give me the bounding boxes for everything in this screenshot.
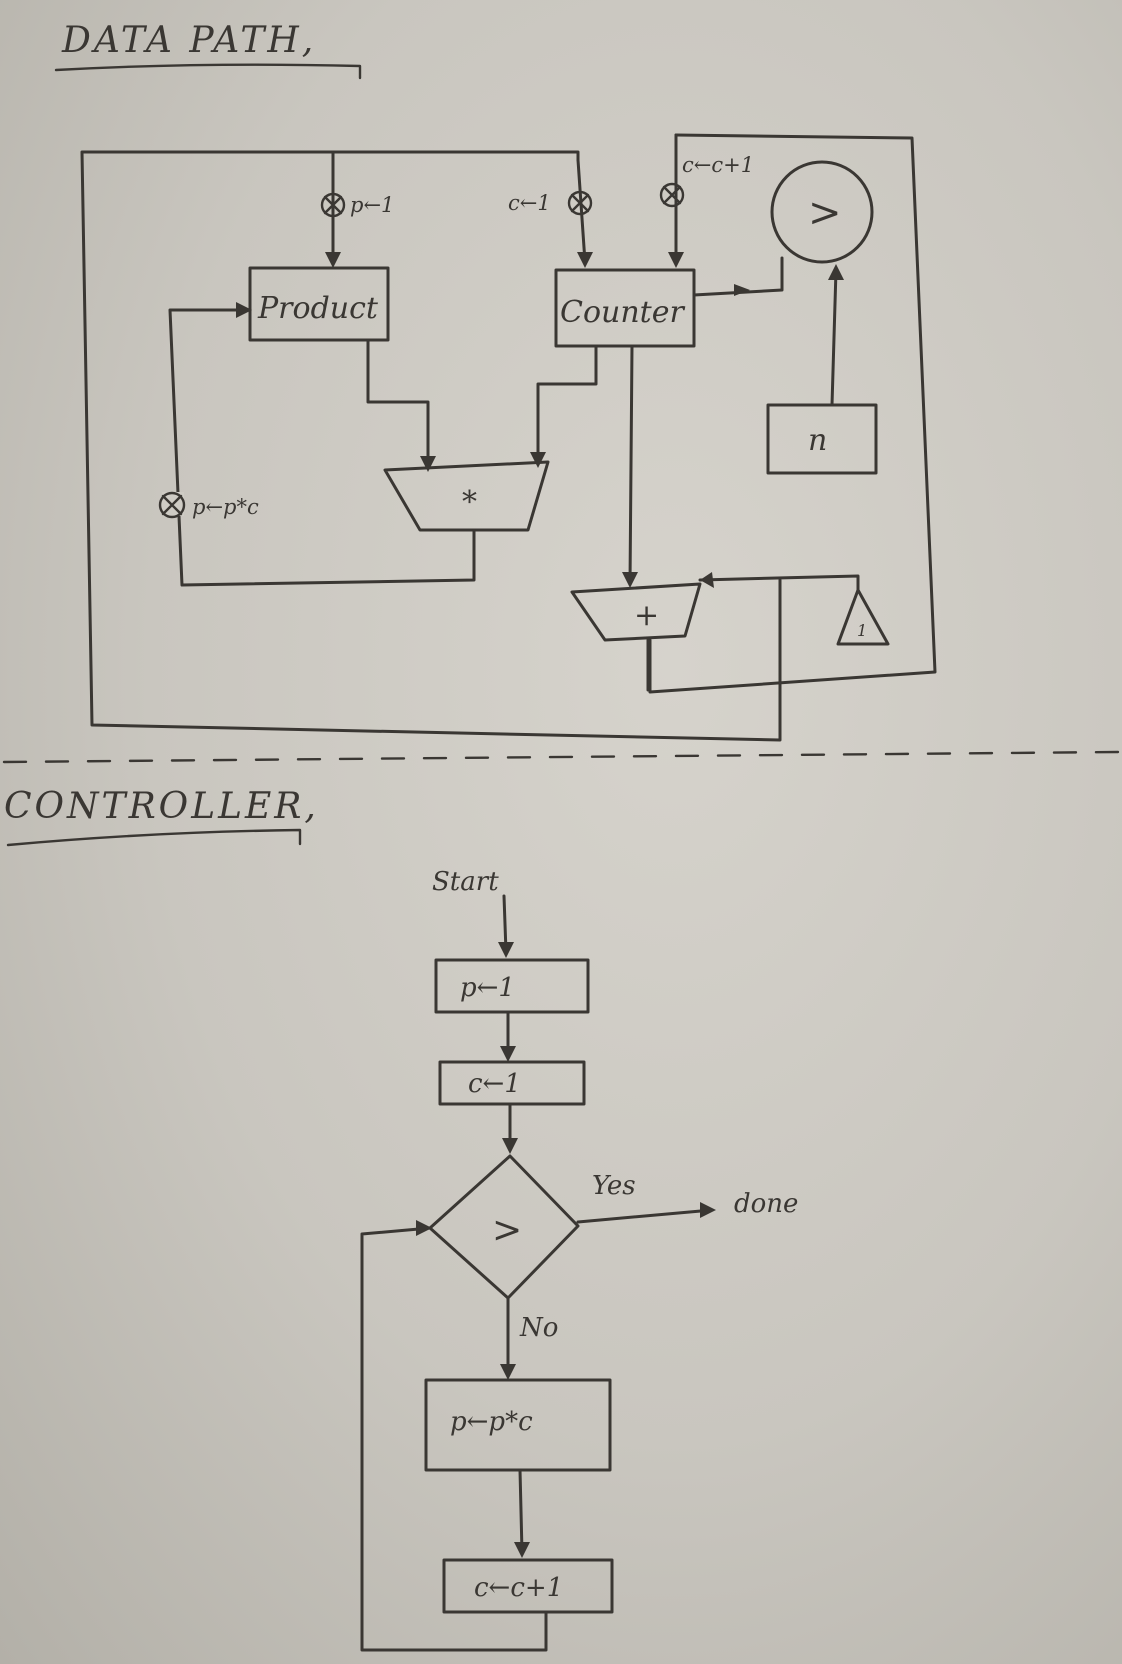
- adder-unit: [570, 582, 702, 642]
- switch-c-init-icon: [567, 190, 593, 216]
- multiplier-feedback-wire: [168, 308, 476, 587]
- constant-one-label: 1: [857, 621, 867, 640]
- constant-one-unit: [836, 588, 890, 646]
- flow-step-c-init: [438, 1060, 586, 1106]
- flow-line: [518, 1468, 524, 1554]
- loop-back-line: [360, 1226, 548, 1652]
- arrowhead: [700, 1202, 716, 1218]
- flow-step-c-inc-label: c←c+1: [474, 1573, 563, 1603]
- arrowhead: [498, 942, 514, 958]
- arrowhead: [577, 252, 593, 268]
- counter-to-adder-wire: [628, 344, 634, 586]
- datapath-heading: DATA PATH,: [61, 20, 316, 61]
- datapath-heading-underline: [54, 63, 362, 80]
- arrowhead: [502, 1138, 518, 1154]
- arrowhead: [828, 264, 844, 280]
- signal-p-update: p←p*c: [192, 495, 259, 519]
- arrowhead: [668, 252, 684, 268]
- section-divider: [2, 750, 1120, 764]
- switch-p-update-icon: [158, 491, 186, 519]
- controller-heading-underline: [6, 828, 302, 847]
- start-label: Start: [432, 867, 499, 897]
- arrowhead: [416, 1220, 432, 1236]
- signal-c-init: c←1: [508, 191, 551, 215]
- n-register: [766, 403, 878, 475]
- flow-step-p-update-label: p←p*c: [450, 1407, 533, 1437]
- arrowhead: [500, 1046, 516, 1062]
- signal-p-init: p←1: [350, 193, 394, 217]
- arrowhead: [325, 252, 341, 268]
- counter-to-multiplier-wire: [536, 344, 598, 464]
- comparator-unit: [770, 160, 874, 264]
- controller-heading: CONTROLLER,: [4, 786, 319, 827]
- n-to-comparator-wire: [830, 268, 838, 407]
- arrowhead: [530, 452, 546, 468]
- right-outer-wire: [648, 133, 937, 694]
- arrowhead: [514, 1542, 530, 1558]
- no-label: No: [519, 1313, 558, 1343]
- decision-symbol: >: [492, 1210, 522, 1251]
- flow-step-p-update: [424, 1378, 612, 1472]
- flow-step-p-init: [434, 958, 590, 1014]
- yes-branch-line: [576, 1208, 714, 1224]
- product-register: [248, 266, 390, 342]
- multiplier-symbol: *: [462, 485, 477, 520]
- arrowhead: [236, 302, 252, 318]
- comparator-symbol: >: [808, 190, 842, 236]
- constant-to-adder-wire: [698, 574, 860, 592]
- product-label: Product: [257, 291, 379, 326]
- switch-c-inc-icon: [659, 182, 685, 208]
- done-label: done: [734, 1189, 798, 1219]
- signal-c-inc: c←c+1: [682, 153, 754, 177]
- yes-label: Yes: [592, 1171, 636, 1201]
- arrowhead: [622, 572, 638, 588]
- arrowhead: [420, 456, 436, 472]
- counter-label: Counter: [560, 295, 685, 330]
- n-label: n: [808, 423, 827, 458]
- switch-p-init-icon: [320, 192, 346, 218]
- arrowhead: [734, 284, 750, 296]
- arrowhead: [700, 572, 714, 588]
- product-to-multiplier-wire: [366, 338, 430, 468]
- outer-feedback-wire: [80, 150, 782, 742]
- arrowhead: [500, 1364, 516, 1380]
- counter-register: [554, 268, 696, 348]
- adder-symbol: +: [634, 598, 659, 633]
- counter-init-wire: [576, 158, 587, 264]
- multiplier-unit: [383, 460, 550, 532]
- counter-to-comparator-wire: [692, 256, 784, 297]
- flow-step-p-init-label: p←1: [460, 973, 515, 1003]
- flow-step-c-inc: [442, 1558, 614, 1614]
- flow-step-c-init-label: c←1: [468, 1069, 521, 1099]
